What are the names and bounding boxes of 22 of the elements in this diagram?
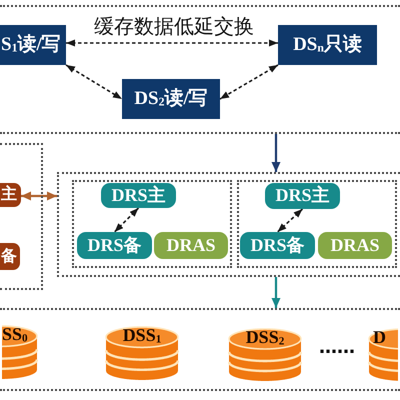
- dotted-frame: [0, 143, 43, 290]
- arrow: [272, 277, 280, 308]
- dotted-band: [0, 308, 400, 391]
- dotted-frame: [57, 172, 400, 277]
- rounded-box: DRAS: [318, 232, 392, 259]
- rounded-box: DRS主: [265, 183, 340, 209]
- dotted-frame: [237, 180, 397, 268]
- arrow: [21, 192, 57, 200]
- dashed-arrow: [276, 208, 304, 233]
- rounded-box: DRS备: [77, 232, 152, 259]
- dashed-arrow: [66, 40, 278, 46]
- dotted-frame: [72, 180, 232, 268]
- dashed-arrow: [220, 64, 278, 100]
- dashed-arrow: [66, 64, 122, 100]
- rounded-box: 备: [0, 243, 20, 270]
- rounded-box: DRAS: [154, 232, 228, 259]
- rounded-box: 主: [0, 183, 21, 207]
- dashed-arrow: [114, 207, 140, 233]
- rounded-box: DRS备: [240, 232, 315, 259]
- rounded-box: DRS主: [101, 183, 176, 208]
- arrow: [272, 134, 280, 172]
- ellipsis-text: ……: [318, 338, 356, 358]
